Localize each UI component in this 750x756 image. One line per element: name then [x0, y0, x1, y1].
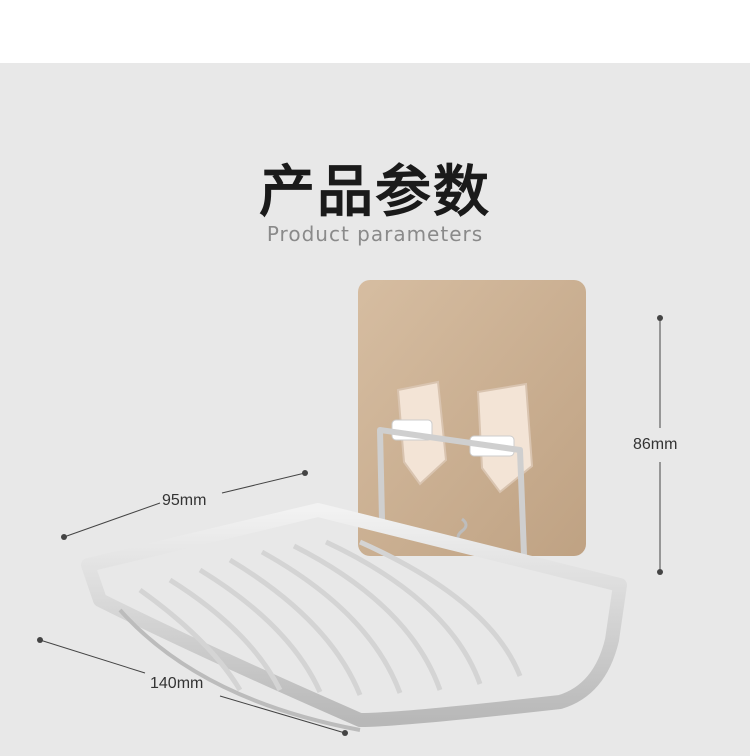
tray-base-curve	[118, 608, 361, 732]
page-title: 产品参数	[259, 160, 491, 225]
dimension-line-width	[37, 637, 348, 736]
soap-tray-wires	[138, 539, 523, 696]
adhesive-mount-plate	[358, 280, 586, 556]
depth-label: 95mm	[162, 492, 207, 509]
dimension-line-depth	[61, 470, 308, 540]
height-label: 86mm	[633, 436, 678, 453]
dimension-line-height	[657, 315, 663, 575]
page-subtitle: Product parameters	[266, 222, 484, 246]
width-label: 140mm	[150, 675, 204, 692]
wire-hanger	[377, 427, 527, 556]
soap-tray-frame	[81, 503, 627, 727]
